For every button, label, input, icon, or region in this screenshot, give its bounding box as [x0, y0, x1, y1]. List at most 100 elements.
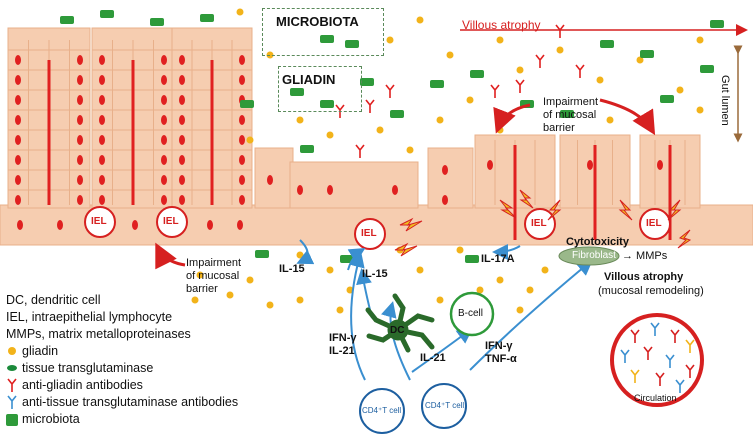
iel-label-1: IEL — [91, 216, 107, 227]
villous-atrophy-top-label: Villous atrophy — [462, 18, 541, 32]
bacteria-particle — [60, 16, 74, 24]
dc-label: DC — [390, 325, 405, 336]
nucleus — [239, 55, 245, 65]
legend-item-gliadin: gliadin — [22, 344, 59, 358]
nucleus — [161, 195, 167, 205]
mucosal-remodeling-label: (mucosal remodeling) — [598, 285, 704, 297]
gliadin-particle — [226, 291, 234, 299]
iel-label-2: IEL — [163, 216, 179, 227]
gliadin-particle — [296, 296, 304, 304]
gut-lumen-label: Gut lumen — [719, 75, 731, 126]
bacteria-particle — [640, 50, 654, 58]
circulating-antibody — [675, 379, 685, 393]
nucleus — [77, 175, 83, 185]
iel-cells — [84, 206, 671, 250]
nucleus — [77, 55, 83, 65]
cd4-label-b: CD4⁺T cell — [425, 401, 465, 410]
gliadin-particle — [516, 66, 524, 74]
nucleus — [392, 185, 398, 195]
nucleus — [442, 195, 448, 205]
lightning-icon — [519, 189, 534, 209]
mmps-label: → MMPs — [622, 250, 668, 262]
circulating-antibody — [685, 364, 695, 378]
anti-gliadin-antibody — [385, 84, 395, 98]
nucleus — [239, 115, 245, 125]
nucleus — [297, 185, 303, 195]
bacteria-particle — [710, 20, 724, 28]
il15-label-b: IL-15 — [362, 268, 388, 280]
nucleus — [17, 220, 23, 230]
gliadin-particle — [236, 8, 244, 16]
nucleus — [327, 185, 333, 195]
legend-item-anti-gliadin: anti-gliadin antibodies — [22, 378, 143, 392]
circulation-label: Circulation — [634, 393, 677, 403]
nucleus — [99, 55, 105, 65]
nucleus — [77, 75, 83, 85]
impairment-right-line: of mucosal — [543, 109, 597, 121]
cytokine-line: TNF-α — [485, 353, 517, 365]
lightning-icon — [394, 242, 418, 257]
fibroblast — [558, 246, 620, 266]
nucleus — [179, 155, 185, 165]
gliadin-particle — [676, 86, 684, 94]
gliadin-particle — [636, 56, 644, 64]
nucleus — [15, 175, 21, 185]
nucleus — [161, 55, 167, 65]
nucleus — [657, 160, 663, 170]
iel-label-5: IEL — [646, 218, 662, 229]
nucleus — [15, 195, 21, 205]
impairment-right-line: barrier — [543, 122, 575, 134]
impairment-left-line: barrier — [186, 283, 218, 295]
nucleus — [239, 175, 245, 185]
nucleus — [99, 155, 105, 165]
nucleus — [15, 155, 21, 165]
bacteria-particle — [100, 10, 114, 18]
gliadin-particle — [191, 296, 199, 304]
gliadin-particle — [606, 116, 614, 124]
nucleus — [587, 160, 593, 170]
lightning-bolts — [394, 189, 692, 257]
gliadin-particle — [296, 251, 304, 259]
legend-item-anti-ttg: anti-tissue transglutaminase antibodies — [22, 395, 239, 409]
cytokine-line: IFN-γ — [329, 332, 357, 344]
iel-cell-4 — [524, 208, 556, 240]
nucleus — [161, 175, 167, 185]
impairment-arrow-right-2 — [599, 98, 656, 136]
nucleus — [179, 195, 185, 205]
bacteria-particle — [470, 70, 484, 78]
nucleus — [239, 75, 245, 85]
circulating-antibody — [685, 339, 695, 353]
gliadin-box — [278, 66, 362, 112]
impairment-right-line: Impairment — [543, 96, 599, 108]
legend-def-dc: DC, dendritic cell — [6, 293, 101, 307]
gliadin-particle — [516, 306, 524, 314]
nucleus — [207, 220, 213, 230]
bacteria-particle — [200, 14, 214, 22]
nucleus — [99, 115, 105, 125]
circulating-antibody — [655, 372, 665, 386]
microbiota-label: MICROBIOTA — [276, 14, 359, 29]
legend-def-iel: IEL, intraepithelial lymphocyte — [6, 310, 173, 324]
gliadin-particle — [266, 301, 274, 309]
gliadin-particle — [556, 46, 564, 54]
bacteria-particle — [240, 100, 254, 108]
gliadin-particle — [466, 96, 474, 104]
gliadin-particle — [496, 276, 504, 284]
gliadin-particle — [416, 16, 424, 24]
b-cell — [449, 291, 495, 337]
nucleus — [77, 115, 83, 125]
lightning-icon — [618, 199, 633, 221]
gliadin-particle — [476, 286, 484, 294]
impairment-left-label: Impairment of mucosal barrier — [186, 257, 241, 296]
nucleus — [99, 75, 105, 85]
nucleus — [99, 175, 105, 185]
nucleus — [239, 135, 245, 145]
legend-item-ttg: tissue transglutaminase — [22, 361, 154, 375]
nucleus — [237, 220, 243, 230]
legend-def-mmps: MMPs, matrix metalloproteinases — [6, 327, 191, 341]
gliadin-dot-icon — [8, 347, 16, 355]
lightning-icon — [667, 199, 682, 221]
nucleus — [487, 160, 493, 170]
nucleus — [179, 55, 185, 65]
